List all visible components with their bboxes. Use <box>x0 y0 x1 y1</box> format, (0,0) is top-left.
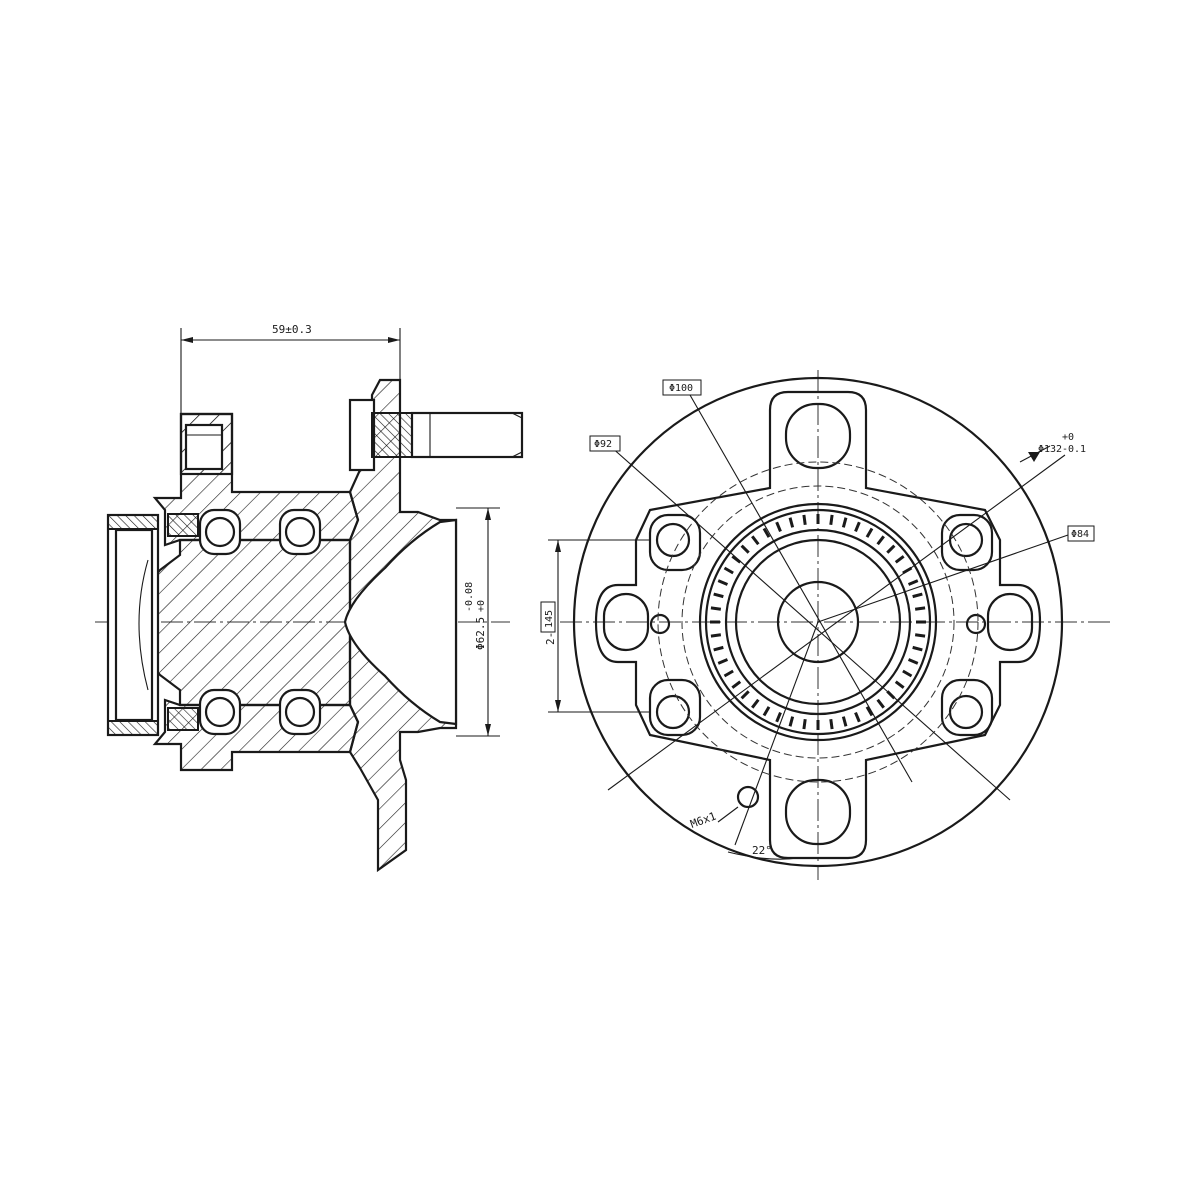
abs-tooth <box>912 645 923 652</box>
svg-text:Φ132: Φ132 <box>1038 444 1062 455</box>
abs-tooth <box>902 669 913 678</box>
abs-tooth <box>865 527 874 538</box>
abs-tooth <box>907 658 919 665</box>
width-dimension-label: 59±0.3 <box>272 323 312 336</box>
abs-tooth <box>854 711 861 723</box>
lug-hole-top <box>784 402 852 470</box>
abs-tone-ring <box>710 514 926 730</box>
abs-tooth <box>775 711 782 723</box>
lug-hole-bottom <box>784 778 852 846</box>
abs-tooth <box>731 680 742 689</box>
pcd-circle-92 <box>681 485 955 759</box>
hub-ring-inner <box>734 538 902 706</box>
abs-tooth <box>841 716 848 727</box>
abs-tooth <box>829 514 834 526</box>
bore-dimension-label: Φ62.5 <box>474 617 487 650</box>
bearing-balls <box>198 508 322 736</box>
abs-tooth <box>912 592 923 599</box>
abs-tooth <box>710 633 722 638</box>
abs-tooth <box>876 698 885 709</box>
abs-tooth <box>713 592 724 599</box>
abs-tooth <box>886 544 896 554</box>
svg-text:+0: +0 <box>1062 432 1074 443</box>
hub-bore-circle <box>776 580 860 664</box>
abs-tooth <box>740 690 750 700</box>
abs-tooth <box>876 535 885 546</box>
abs-tooth <box>751 535 760 546</box>
abs-tooth <box>717 579 729 586</box>
hub-ring-outer2 <box>704 508 932 736</box>
hub-ring-outer <box>698 502 938 742</box>
abs-tooth <box>762 527 771 538</box>
abs-tooth <box>723 566 734 575</box>
abs-tooth <box>713 645 724 652</box>
width-dimension: 59±0.3 <box>180 323 401 414</box>
svg-text:-0.08: -0.08 <box>464 582 475 612</box>
knuckle-flange-outline <box>594 390 1042 860</box>
front-view: Φ100 Φ92 Φ132 +0 -0.1 Φ84 2- 145 <box>540 370 1110 880</box>
seal-upper <box>167 513 199 537</box>
svg-text:-0.1: -0.1 <box>1062 444 1086 455</box>
abs-tooth <box>751 698 760 709</box>
svg-text:M6x1: M6x1 <box>689 810 718 831</box>
abs-cap <box>106 513 160 737</box>
abs-tooth <box>894 555 905 564</box>
svg-text:+0: +0 <box>476 600 487 612</box>
abs-tooth <box>841 517 848 528</box>
inner-hub-section <box>146 538 352 707</box>
abs-tooth <box>802 718 807 730</box>
lug-hole-right <box>986 592 1034 652</box>
abs-tooth <box>710 606 722 611</box>
bolt-spacing-dimension: 2- 145 <box>540 539 650 713</box>
outer-flange-circle <box>572 376 1064 868</box>
dim-tag-132: Φ132 +0 -0.1 <box>1038 432 1086 455</box>
abs-tooth <box>731 555 742 564</box>
abs-tooth <box>907 579 919 586</box>
hub-ring-mid <box>724 528 912 716</box>
abs-tooth <box>723 669 734 678</box>
dim-tag-84: Φ84 <box>1067 525 1095 542</box>
svg-text:Φ84: Φ84 <box>1071 529 1089 540</box>
svg-text:Φ100: Φ100 <box>669 383 693 394</box>
pcd-circle-100 <box>657 461 979 783</box>
bore-dimension: Φ62.5 +0 -0.08 <box>456 507 500 737</box>
abs-tooth <box>894 680 905 689</box>
angle-dimension: 22° <box>727 621 819 860</box>
seal-lower <box>167 707 199 731</box>
radial-leaders <box>607 394 1069 801</box>
abs-tooth <box>914 633 926 638</box>
wheel-stud <box>348 398 524 472</box>
abs-tooth <box>762 706 771 717</box>
bolt-bosses <box>648 513 994 737</box>
svg-text:22°: 22° <box>752 844 772 857</box>
svg-text:2-: 2- <box>544 632 557 645</box>
abs-tooth <box>788 517 795 528</box>
hub-bore-cavity <box>343 518 458 726</box>
svg-text:Φ92: Φ92 <box>594 439 612 450</box>
abs-tooth <box>802 514 807 526</box>
side-section-view: 59±0.3 <box>95 323 524 873</box>
abs-tooth <box>717 658 729 665</box>
dim-tag-92: Φ92 <box>589 435 621 452</box>
svg-text:145: 145 <box>544 610 555 628</box>
dim-tag-100: Φ100 <box>662 379 702 396</box>
abs-tooth <box>865 706 874 717</box>
sensor-thread-hole: M6x1 <box>689 785 760 831</box>
abs-tooth <box>829 718 834 730</box>
lug-hole-left <box>602 592 650 652</box>
abs-tooth <box>854 521 861 533</box>
abs-tooth <box>788 716 795 727</box>
abs-tooth <box>914 606 926 611</box>
abs-tooth <box>775 521 782 533</box>
mount-tab-hole <box>184 423 224 471</box>
abs-tooth <box>740 544 750 554</box>
